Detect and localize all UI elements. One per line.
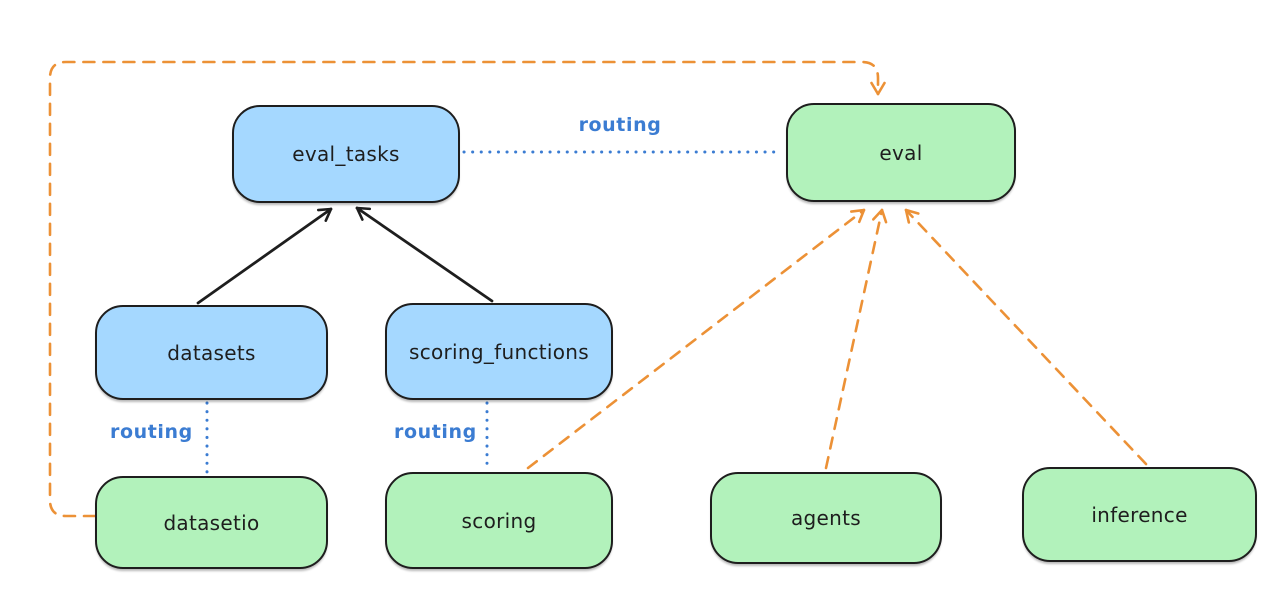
node-eval: eval [786,103,1016,202]
edge-label-routing-scoring-functions-scoring: routing [394,421,477,443]
node-datasetio: datasetio [95,476,328,569]
node-inference: inference [1022,467,1257,562]
node-eval-tasks-label: eval_tasks [292,142,400,166]
node-eval-label: eval [879,140,923,165]
edge-label-routing-eval-tasks-eval: routing [578,114,662,136]
edge-agents-to-eval [824,208,888,470]
node-datasets: datasets [95,305,328,400]
node-datasets-label: datasets [167,340,256,365]
node-scoring-label: scoring [461,508,537,533]
node-scoring: scoring [385,472,613,569]
edge-datasets-to-eval-tasks [196,207,333,305]
node-eval-tasks: eval_tasks [232,105,460,203]
edge-scoring-functions-to-eval-tasks [355,206,494,303]
edge-inference-to-eval [904,208,1148,466]
node-scoring-functions-label: scoring_functions [408,339,590,364]
edge-datasetio-to-eval [48,60,886,518]
node-agents-label: agents [791,506,861,530]
node-agents: agents [710,472,942,564]
node-datasetio-label: datasetio [163,510,260,535]
edge-scoring-to-eval [526,208,866,470]
node-inference-label: inference [1091,502,1188,527]
edge-label-routing-datasets-datasetio: routing [110,421,193,443]
node-scoring-functions: scoring_functions [385,303,613,400]
